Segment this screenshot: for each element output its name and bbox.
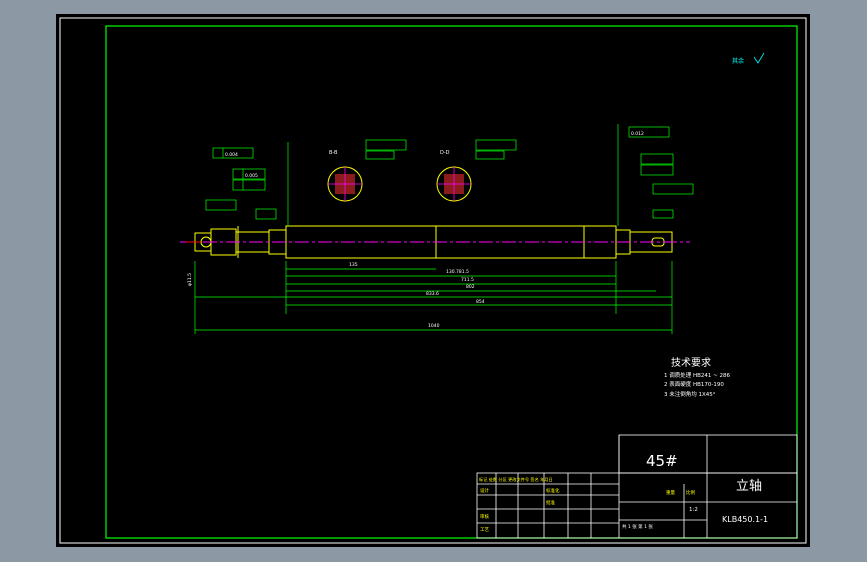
- dim-d3: 711.5: [461, 277, 474, 283]
- scale-text: 1:2: [689, 507, 698, 513]
- dim-d2: 130.781.5: [446, 269, 469, 275]
- tech-req-item-2: 2 表面硬度 HB170-190: [664, 380, 724, 388]
- tech-req-heading: 技术要求: [671, 356, 711, 369]
- section-d-d: [436, 166, 472, 202]
- process-label: 工艺: [480, 527, 489, 533]
- scale-label: 比例: [686, 489, 695, 496]
- roughness-note: 其余: [732, 57, 744, 65]
- approve-label: 批准: [546, 499, 555, 506]
- dimension-lines: [194, 124, 673, 334]
- dim-d1: 135: [349, 262, 358, 268]
- section-label-b: B-B: [329, 150, 338, 156]
- dim-d4: 802: [466, 284, 475, 290]
- gdt-value-2: 0.005: [245, 173, 258, 179]
- gdt-frames: [205, 126, 694, 220]
- dim-vertical: φ11.5: [187, 273, 193, 286]
- title-block: [476, 434, 798, 539]
- weight-label: 重量: [666, 489, 675, 496]
- gdt-value-1: 0.004: [225, 152, 238, 158]
- reviewer-label: 审核: [480, 513, 489, 520]
- material-text: 45#: [646, 452, 678, 470]
- cad-drawing: 其余 B-B D-D: [59, 17, 807, 544]
- part-name-text: 立轴: [736, 479, 762, 494]
- roughness-symbol-icon: [753, 52, 765, 64]
- sheet-label: 共 1 张 第 1 张: [622, 523, 653, 530]
- dim-d5: 833.6: [426, 291, 439, 297]
- section-label-d: D-D: [440, 150, 450, 156]
- tech-req-item-1: 1 调质处理 HB241 ~ 286: [664, 371, 731, 379]
- standard-label: 标准化: [546, 487, 560, 494]
- outer-frame: [59, 17, 807, 544]
- gdt-value-3: 0.012: [631, 131, 644, 137]
- dim-d6: 854: [476, 299, 485, 305]
- drawing-number-text: KLB450.1-1: [722, 515, 768, 524]
- inner-border: [105, 25, 798, 539]
- section-b-b: [327, 166, 363, 202]
- designer-label: 设计: [480, 487, 489, 494]
- header-row-text: 标记 处数 分区 更改文件号 签名 年月日: [479, 476, 553, 483]
- tech-req-item-3: 3 未注倒角均 1X45°: [664, 390, 716, 398]
- drawing-canvas: 其余 B-B D-D: [56, 14, 810, 547]
- dim-total: 1040: [428, 323, 440, 329]
